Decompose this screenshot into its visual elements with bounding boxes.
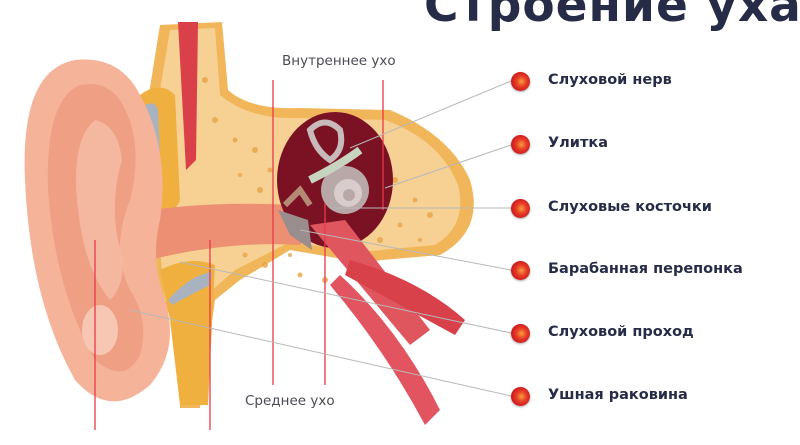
eardrum <box>278 210 312 250</box>
muscle-upper <box>178 22 198 170</box>
marker-dot <box>511 324 530 343</box>
marker-dot <box>511 135 530 154</box>
section-label-inner-ear: Внутреннее ухо <box>282 53 396 69</box>
section-divider-lines <box>94 80 384 430</box>
marker-dot <box>511 199 530 218</box>
label-auditory-nerve: Слуховой нерв <box>548 72 672 88</box>
label-ear-canal: Слуховой проход <box>548 324 694 340</box>
label-auricle: Ушная раковина <box>548 387 688 403</box>
marker-dot <box>511 72 530 91</box>
marker-dot <box>511 261 530 280</box>
diagram-title: Строение уха <box>424 0 800 33</box>
label-eardrum: Барабанная перепонка <box>548 261 743 277</box>
leader-lines <box>129 80 512 397</box>
section-label-middle-ear: Среднее ухо <box>245 393 335 409</box>
label-cochlea: Улитка <box>548 135 608 151</box>
ear-canal <box>120 203 320 265</box>
marker-dot <box>511 387 530 406</box>
label-ossicles: Слуховые косточки <box>548 199 712 215</box>
